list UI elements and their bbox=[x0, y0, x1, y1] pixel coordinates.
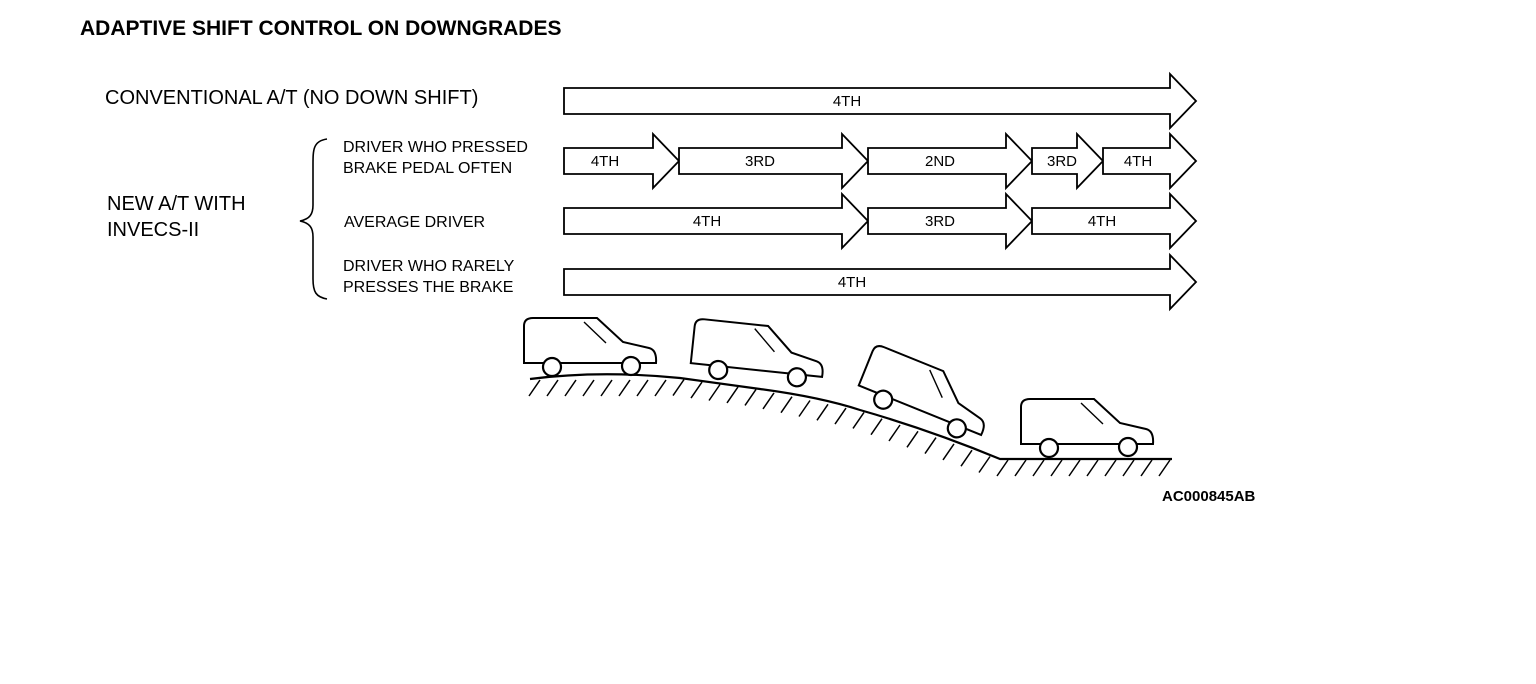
driver-average-gear-arrows: 4TH 3RD 4TH bbox=[563, 191, 1198, 251]
driver-often-gear-3-label: 2ND bbox=[925, 153, 955, 170]
driver-average-gear-2-arrow bbox=[867, 191, 1034, 251]
conventional-gear-1-arrow bbox=[563, 71, 1198, 131]
driver-rarely-gear-1-label: 4TH bbox=[838, 274, 866, 291]
diagram-title: ADAPTIVE SHIFT CONTROL ON DOWNGRADES bbox=[80, 17, 562, 40]
driver-average-gear-1-arrow bbox=[563, 191, 870, 251]
conventional-label: CONVENTIONAL A/T (NO DOWN SHIFT) bbox=[105, 87, 479, 109]
driver-average-gear-3-label: 4TH bbox=[1088, 213, 1116, 230]
driver-average-gear-3-arrow bbox=[1031, 191, 1198, 251]
driver-often-label-line1: DRIVER WHO PRESSED bbox=[343, 139, 528, 156]
driver-often-gear-4-label: 3RD bbox=[1047, 153, 1077, 170]
driver-often-gear-2-arrow bbox=[678, 131, 870, 191]
driver-often-gear-2-label: 3RD bbox=[745, 153, 775, 170]
downgrade-ground bbox=[528, 373, 1172, 477]
new-at-label-line2: INVECS-II bbox=[107, 219, 200, 241]
car-start-descent bbox=[689, 318, 824, 388]
driver-often-label-line2: BRAKE PEDAL OFTEN bbox=[343, 160, 513, 177]
car-at-bottom bbox=[1020, 398, 1155, 459]
new-at-label-line1: NEW A/T WITH bbox=[107, 193, 246, 215]
conventional-gear-arrows: 4TH bbox=[563, 71, 1198, 131]
driver-rarely-label-line1: DRIVER WHO RARELY bbox=[343, 258, 515, 275]
driver-often-gear-5-arrow bbox=[1102, 131, 1198, 191]
driver-average-gear-1-label: 4TH bbox=[693, 213, 721, 230]
figure-code: AC000845AB bbox=[1162, 488, 1256, 505]
driver-rarely-label-line2: PRESSES THE BRAKE bbox=[343, 279, 514, 296]
driver-often-gear-3-arrow bbox=[867, 131, 1034, 191]
conventional-gear-1-label: 4TH bbox=[833, 93, 861, 110]
car-steep-descent bbox=[857, 345, 985, 439]
driver-often-gear-1-label: 4TH bbox=[591, 153, 619, 170]
driver-average-label: AVERAGE DRIVER bbox=[344, 214, 486, 231]
driver-average-gear-2-label: 3RD bbox=[925, 213, 955, 230]
car-on-top bbox=[523, 317, 658, 378]
driver-group-brace bbox=[299, 138, 328, 300]
driver-rarely-gear-arrows: 4TH bbox=[563, 252, 1198, 312]
driver-rarely-gear-1-arrow bbox=[563, 252, 1198, 312]
driver-often-gear-5-label: 4TH bbox=[1124, 153, 1152, 170]
driver-often-gear-arrows: 4TH 3RD 2ND 3RD 4TH bbox=[563, 131, 1198, 191]
driver-often-gear-4-arrow bbox=[1031, 131, 1105, 191]
driver-often-gear-1-arrow bbox=[563, 131, 681, 191]
